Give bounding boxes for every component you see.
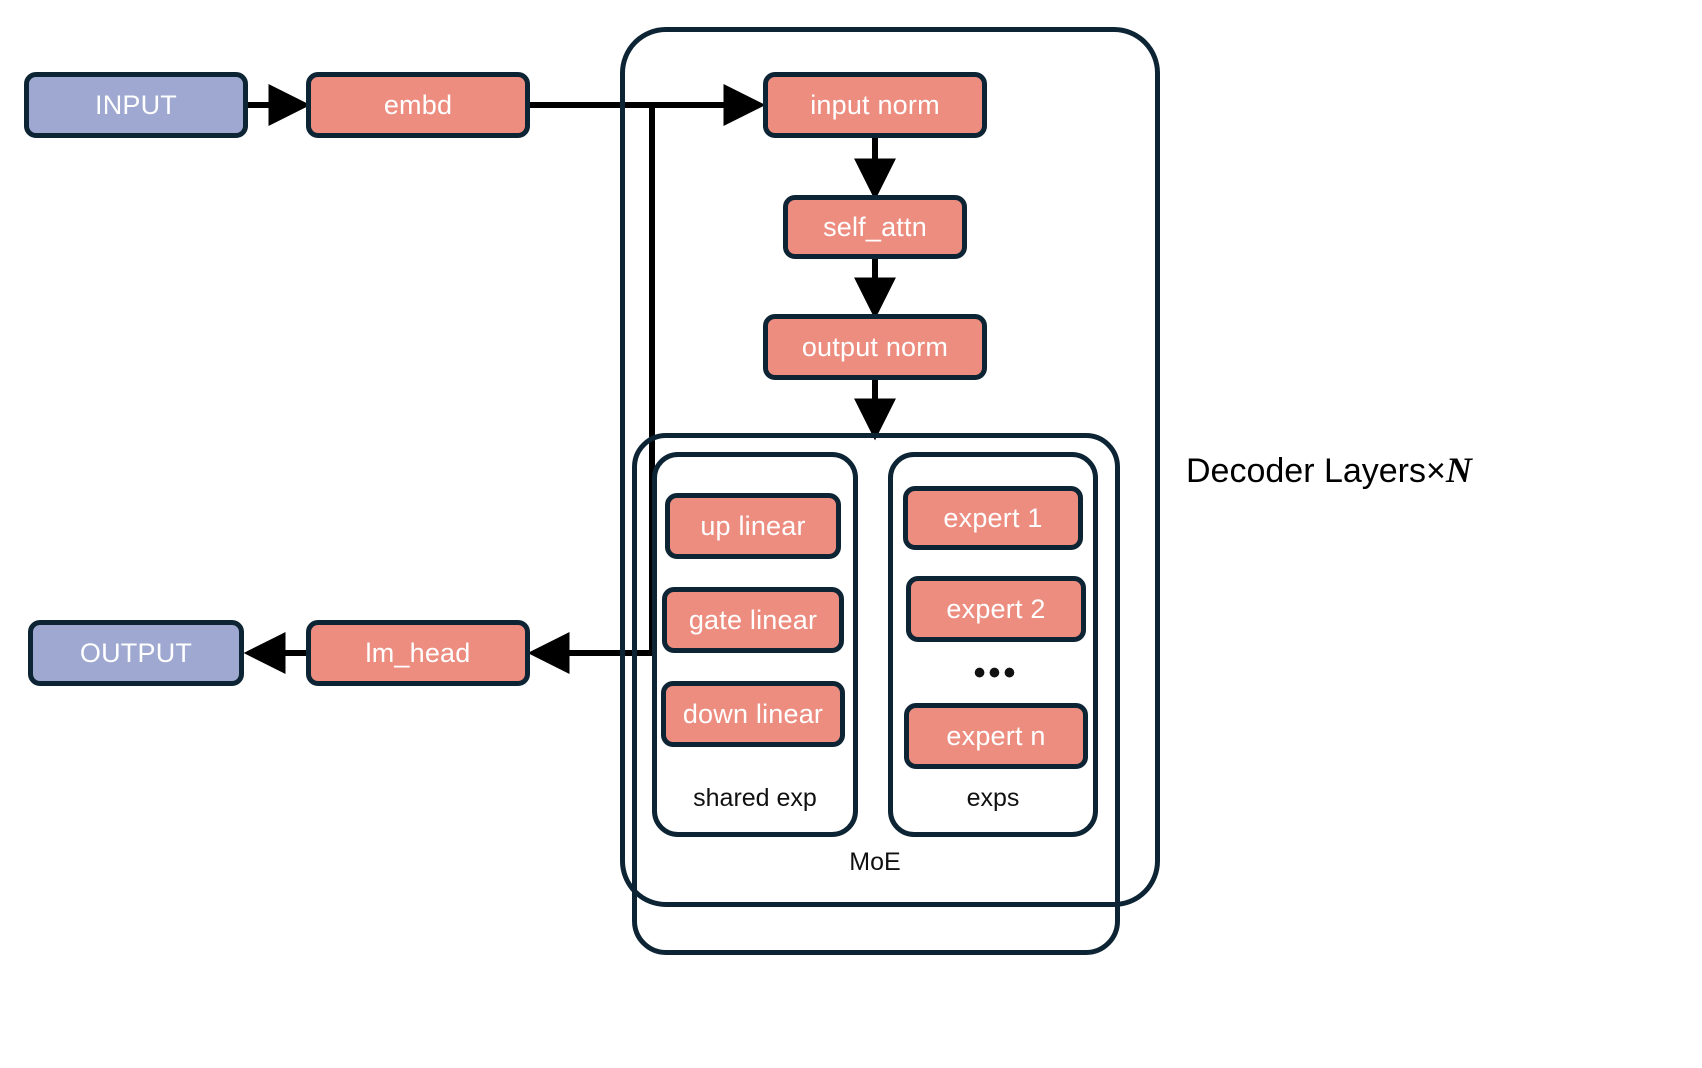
node-embd[interactable]: embd (306, 72, 530, 138)
node-embd-label: embd (383, 89, 453, 120)
node-expert-n-label: expert n (946, 720, 1046, 751)
moe-container (632, 433, 1120, 955)
node-output-label: OUTPUT (79, 637, 193, 668)
node-down-linear-label: down linear (682, 698, 824, 729)
node-expert-1-label: expert 1 (943, 502, 1043, 533)
node-expert-1[interactable]: expert 1 (903, 486, 1083, 550)
node-expert-2[interactable]: expert 2 (906, 576, 1086, 642)
decoder-layers-count-variable: N (1445, 450, 1472, 490)
node-input-norm[interactable]: input norm (763, 72, 987, 138)
node-up-linear[interactable]: up linear (665, 493, 841, 559)
experts-ellipsis: ••• (973, 654, 1019, 692)
node-expert-2-label: expert 2 (946, 593, 1046, 624)
node-input-norm-label: input norm (810, 89, 940, 120)
decoder-layers-side-label: Decoder Layers×N (1186, 452, 1472, 488)
node-output-norm-label: output norm (801, 331, 949, 362)
node-lm-head[interactable]: lm_head (306, 620, 530, 686)
node-output[interactable]: OUTPUT (28, 620, 244, 686)
shared-exp-container (652, 452, 858, 837)
node-gate-linear[interactable]: gate linear (662, 587, 844, 653)
node-self-attn[interactable]: self_attn (783, 195, 967, 259)
node-input-label: INPUT (95, 89, 177, 120)
exps-label: exps (966, 784, 1020, 812)
node-gate-linear-label: gate linear (688, 604, 818, 635)
node-output-norm[interactable]: output norm (763, 314, 987, 380)
decoder-layers-container (620, 27, 1160, 907)
exps-container (888, 452, 1098, 837)
node-down-linear[interactable]: down linear (661, 681, 845, 747)
node-lm-head-label: lm_head (365, 637, 471, 668)
node-self-attn-label: self_attn (823, 211, 927, 242)
decoder-layers-text: Decoder Layers× (1186, 452, 1446, 490)
node-expert-n[interactable]: expert n (904, 703, 1088, 769)
node-input[interactable]: INPUT (24, 72, 248, 138)
moe-label: MoE (849, 848, 901, 876)
node-up-linear-label: up linear (700, 510, 806, 541)
shared-exp-label: shared exp (693, 784, 817, 812)
